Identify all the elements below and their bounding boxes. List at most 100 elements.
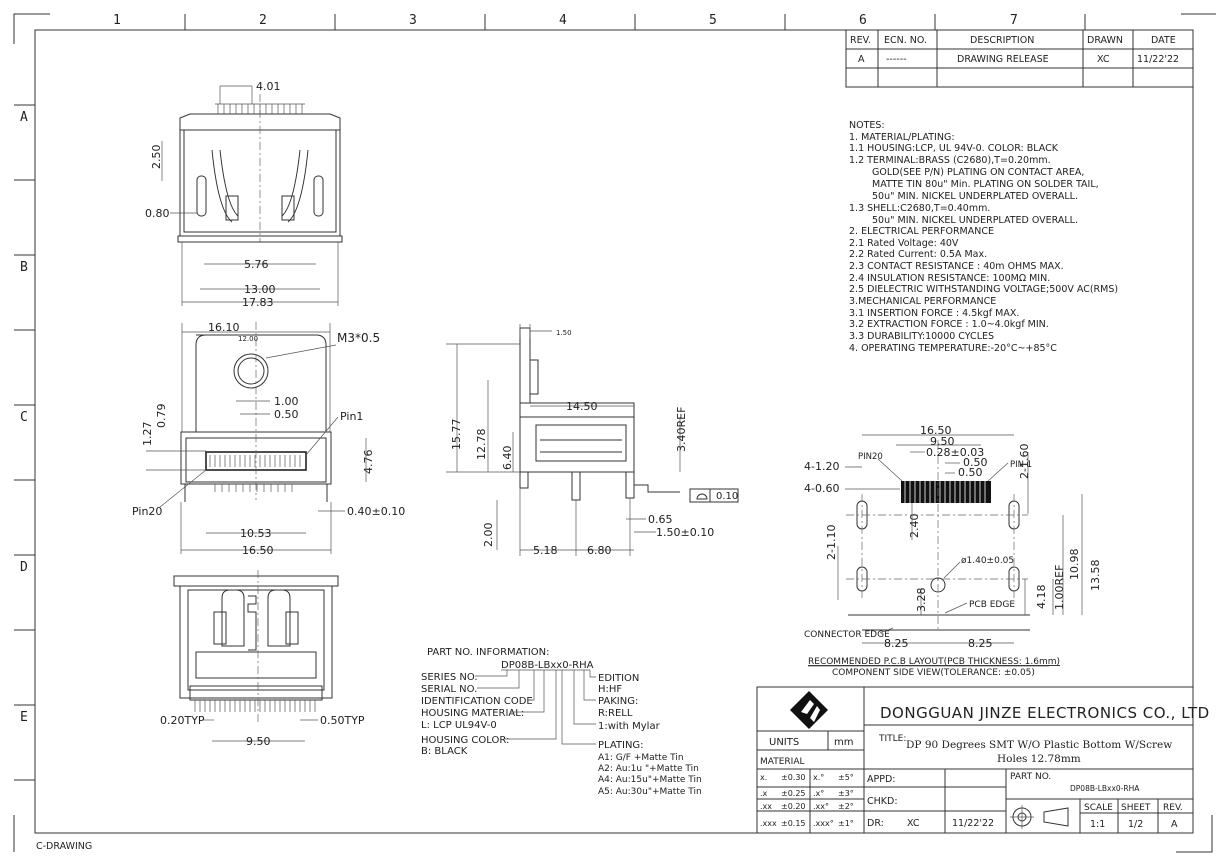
title-line-1: DP 90 Degrees SMT W/O Plastic Bottom W/S… (906, 739, 1172, 751)
part-no-label: PART NO. (1010, 772, 1051, 782)
tol-2-1: ±0.20 (781, 802, 806, 811)
column-label-4: 4 (559, 13, 567, 28)
dim-pcb-8-25-left: 8.25 (884, 637, 909, 650)
dim-pcb-4-0-60: 4-0.60 (804, 482, 839, 495)
note-line: 2.4 INSULATION RESISTANCE: 100MΩ MIN. (849, 273, 1050, 284)
dim-side-12-78: 12.78 (475, 429, 488, 461)
dim-side-14-50: 14.50 (566, 400, 598, 413)
dim-side-5-18: 5.18 (533, 544, 558, 557)
dim-pcb-4-18: 4.18 (1035, 585, 1048, 610)
part-number-info: PART NO. INFORMATION: DP08B-LBxx0-RHA SE… (421, 647, 702, 797)
dim-top-5-76: 5.76 (244, 258, 269, 271)
dim-top-2-50: 2.50 (150, 145, 163, 170)
row-label-a: A (20, 110, 28, 125)
sheet-label: SHEET (1121, 803, 1151, 813)
tol-1-0: .x (760, 789, 768, 798)
tol-0-1: ±0.30 (781, 773, 806, 782)
appd-label: APPD: (867, 774, 895, 785)
dr-value: XC (907, 818, 920, 829)
notes-block: NOTES: 1. MATERIAL/PLATING: 1.1 HOUSING:… (849, 120, 1118, 354)
part-no-value: DP08B-LBxx0-RHA (1070, 784, 1140, 793)
company-name: DONGGUAN JINZE ELECTRONICS CO., LTD (880, 704, 1210, 722)
material-label: MATERIAL (760, 757, 805, 767)
note-line: 1.3 SHELL:C2680,T=0.40mm. (849, 203, 990, 214)
title-line-2: Holes 12.78mm (997, 753, 1081, 765)
front-view: 16.10 12.00 M3*0.5 1.00 0.50 1.27 0.79 P… (132, 321, 405, 557)
company-logo (790, 691, 828, 729)
note-line: 2.2 Rated Current: 0.5A Max. (849, 249, 987, 260)
note-line: 1.1 HOUSING:LCP, UL 94V-0. COLOR: BLACK (849, 143, 1059, 154)
column-label-7: 7 (1010, 13, 1018, 28)
rev-cell-drawn: XC (1097, 54, 1110, 65)
label-connector-edge: CONNECTOR EDGE (804, 630, 890, 640)
dim-front-16-10: 16.10 (208, 321, 240, 334)
dim-side-15-77: 15.77 (450, 419, 463, 451)
label-pcb-pin20: PIN20 (858, 452, 883, 462)
footer-label: C-DRAWING (36, 841, 92, 852)
tol-3-1: ±0.15 (781, 819, 806, 828)
rev-cell-description: DRAWING RELEASE (957, 54, 1049, 65)
drawing-frame: 1 2 3 4 5 6 7 A B C D E C-DRAWING (13, 13, 1216, 853)
part-info-plating-a4: A4: Au:15u"+Matte Tin (598, 775, 702, 785)
tol-2-0: .xx (760, 802, 772, 811)
dim-pcb-16-50: 16.50 (920, 424, 952, 437)
dim-pcb-10-98: 10.98 (1068, 549, 1081, 581)
tol-1-2: .x° (813, 789, 824, 798)
dim-front-10-53: 10.53 (240, 527, 272, 540)
column-label-6: 6 (859, 13, 867, 28)
pcb-caption-line1: RECOMMENDED P.C.B LAYOUT(PCB THICKNESS: … (808, 657, 1060, 667)
title-label: TITLE: (878, 734, 906, 744)
tol-2-3: ±2° (838, 802, 854, 811)
part-info-series-no: SERIES NO. (421, 672, 478, 683)
label-pcb-edge: PCB EDGE (969, 600, 1015, 610)
bottom-view: 0.20TYP 0.50TYP 9.50 (160, 570, 365, 748)
rev-cell-ecn: ------ (886, 54, 907, 65)
row-label-c: C (20, 410, 28, 425)
tol-3-2: .xxx° (813, 819, 834, 828)
part-info-identification: IDENTIFICATION CODE (421, 696, 533, 707)
part-info-housing-material: HOUSING MATERIAL: (421, 708, 524, 719)
part-info-paking: PAKING: (598, 696, 638, 707)
border-rect (34, 29, 1194, 834)
part-info-rell: R:RELL (598, 708, 633, 719)
dim-pcb-hole: ø1.40±0.05 (961, 556, 1014, 566)
pcb-caption-line2: COMPONENT SIDE VIEW(TOLERANCE: ±0.05) (832, 668, 1035, 678)
part-info-plating-a2: A2: Au:1u "+Matte Tin (598, 764, 699, 774)
dim-pcb-2-40: 2.40 (908, 514, 921, 539)
note-line: 3.1 INSERTION FORCE : 4.5kgf MAX. (849, 308, 1019, 319)
dim-side-2-00: 2.00 (482, 523, 495, 548)
pcb-layout-view: 16.50 9.50 0.28±0.03 0.50 0.50 PIN20 PIN… (804, 424, 1102, 678)
dim-pcb-8-25-right: 8.25 (968, 637, 993, 650)
tol-1-1: ±0.25 (781, 789, 806, 798)
part-info-serial-no: SERIAL NO. (421, 684, 477, 695)
dim-pcb-2-1-60: 2-1.60 (1018, 444, 1031, 479)
note-line: 4. OPERATING TEMPERATURE:-20°C~+85°C (849, 343, 1057, 354)
part-info-housing-color-value: B: BLACK (421, 746, 468, 757)
part-info-plating: PLATING: (598, 740, 644, 751)
rev-cell-date: 11/22'22 (1137, 54, 1179, 65)
part-info-hf: H:HF (598, 684, 622, 695)
side-view: 0.10 1.50 14.50 15.77 12.78 6.40 3.40REF… (446, 324, 739, 557)
note-line: 50u" MIN. NICKEL UNDERPLATED OVERALL. (872, 191, 1078, 202)
rev-cell-rev: A (858, 54, 865, 65)
dim-side-6-40: 6.40 (501, 446, 514, 471)
part-info-edition: EDITION (598, 673, 639, 684)
part-info-plating-a5: A5: Au:30u"+Matte Tin (598, 787, 702, 797)
dim-side-0-10: 0.10 (716, 491, 738, 502)
dim-top-13-00: 13.00 (244, 283, 276, 296)
dim-front-m3: M3*0.5 (337, 331, 380, 345)
column-label-2: 2 (259, 13, 267, 28)
dim-front-0-79: 0.79 (155, 404, 168, 429)
dim-front-16-50: 16.50 (242, 544, 274, 557)
dim-bottom-0-20typ: 0.20TYP (160, 714, 205, 727)
dim-front-12-00: 12.00 (238, 335, 258, 343)
dim-front-4-76: 4.76 (362, 450, 375, 475)
dim-pcb-0-50-a: 0.50 (963, 456, 988, 469)
column-label-3: 3 (409, 13, 417, 28)
dim-pcb-4-1-20: 4-1.20 (804, 460, 839, 473)
note-line: 3.MECHANICAL PERFORMANCE (849, 296, 996, 307)
dim-pcb-0-50-b: 0.50 (958, 466, 983, 479)
dim-top-4-01: 4.01 (256, 80, 281, 93)
note-line: 2. ELECTRICAL PERFORMANCE (849, 226, 994, 237)
dim-bottom-0-50typ: 0.50TYP (320, 714, 365, 727)
